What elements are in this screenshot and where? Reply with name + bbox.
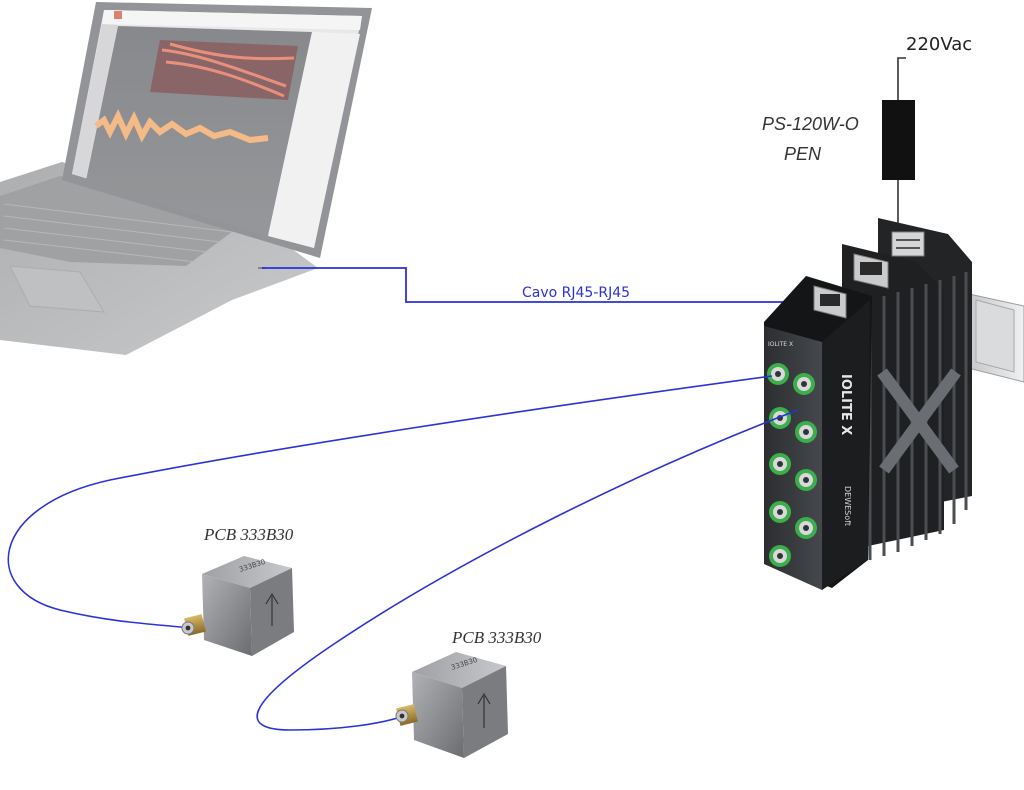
rj45-cable bbox=[262, 267, 800, 303]
device-tag-label: IOLITE X bbox=[768, 341, 793, 348]
rj45-port-front[interactable] bbox=[813, 285, 847, 319]
screen-toolbar bbox=[102, 10, 362, 30]
sensor-1-label: PCB 333B30 bbox=[203, 525, 294, 544]
daq-device-icon: IOLITE X DEWESoft IOLITE X bbox=[764, 218, 972, 590]
bnc-connector-1[interactable] bbox=[767, 363, 789, 385]
sensor-1-connector[interactable] bbox=[181, 614, 206, 636]
sensor-2-connector[interactable] bbox=[395, 704, 418, 726]
sensor-cable-2 bbox=[256, 409, 799, 731]
screen-right-panel bbox=[268, 32, 360, 248]
accelerometer-icon: 333B30 bbox=[395, 652, 508, 758]
screen-side-panel bbox=[72, 24, 118, 178]
screen-logo bbox=[114, 11, 122, 19]
bnc-connector-6[interactable] bbox=[795, 469, 817, 491]
laptop-touchpad bbox=[9, 265, 105, 313]
bnc-connector-9[interactable] bbox=[769, 545, 791, 567]
bnc-connector-4[interactable] bbox=[795, 421, 817, 443]
cable-label: Cavo RJ45-RJ45 bbox=[522, 285, 630, 301]
device-maker-label: DEWESoft bbox=[843, 486, 852, 526]
bnc-connector-3[interactable] bbox=[769, 407, 791, 429]
psu-label-line1: PS-120W-O bbox=[762, 114, 859, 134]
laptop-icon bbox=[0, 2, 372, 355]
bnc-connector-7[interactable] bbox=[769, 501, 791, 523]
laptop-key-rows bbox=[3, 203, 233, 263]
sensor-cable-1 bbox=[7, 375, 773, 629]
bnc-connector-5[interactable] bbox=[769, 453, 791, 475]
mains-label: 220Vac bbox=[906, 34, 972, 55]
daq-side-strip bbox=[822, 300, 870, 590]
bnc-connector-8[interactable] bbox=[795, 517, 817, 539]
screen-waveform bbox=[94, 108, 269, 144]
din-rail-icon bbox=[959, 291, 1024, 383]
screen-spectrogram-trace bbox=[161, 42, 295, 98]
power-terminal[interactable] bbox=[891, 231, 925, 257]
bnc-connector-2[interactable] bbox=[793, 373, 815, 395]
device-brand-label: IOLITE X bbox=[838, 374, 853, 435]
accelerometer-icon: 333B30 bbox=[181, 556, 294, 656]
psu-label-line2: PEN bbox=[784, 144, 822, 164]
power-supply-icon bbox=[882, 100, 915, 180]
laptop-keyboard bbox=[0, 176, 240, 266]
power-line bbox=[897, 57, 906, 100]
daq-x-emblem bbox=[877, 368, 961, 474]
sensor-2-label: PCB 333B30 bbox=[451, 628, 542, 647]
rj45-port-middle[interactable] bbox=[853, 253, 889, 289]
